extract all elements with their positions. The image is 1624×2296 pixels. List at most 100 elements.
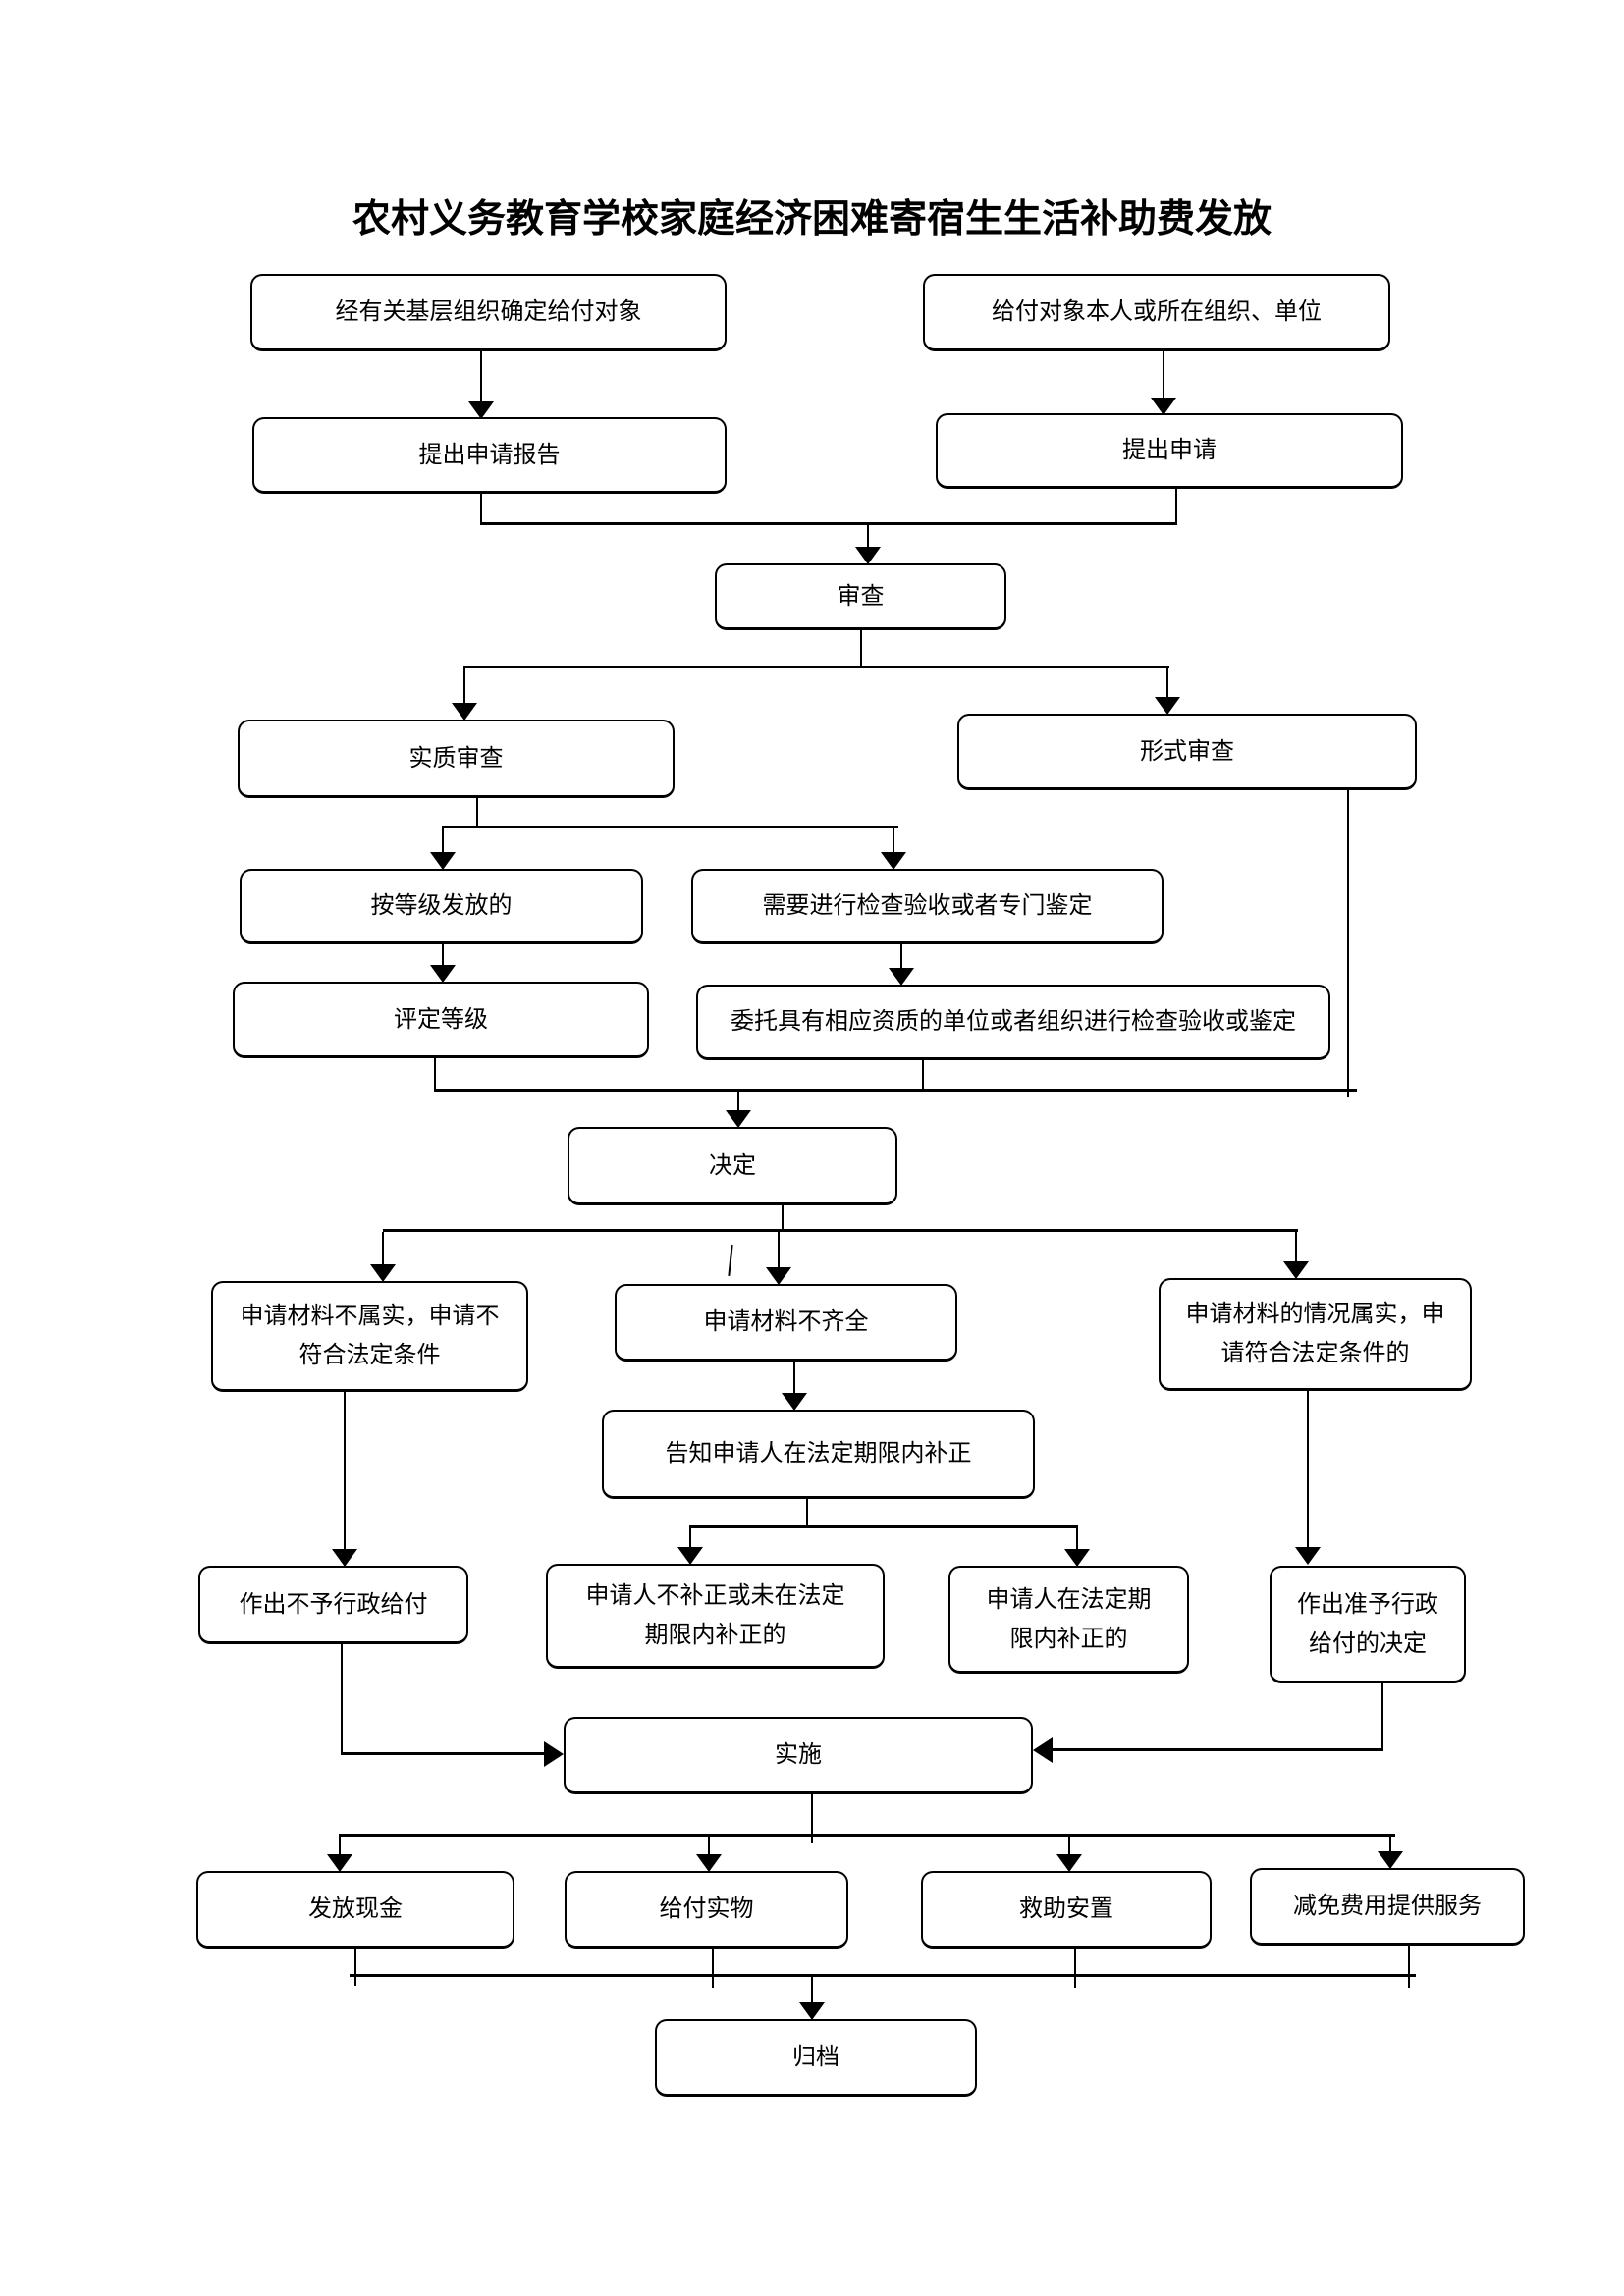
connector xyxy=(793,1362,795,1393)
node-not-corrected-line1: 申请人不补正或未在法定 xyxy=(585,1583,845,1609)
node-material-untrue-line2: 符合法定条件 xyxy=(298,1343,441,1368)
arrow-down-icon xyxy=(1064,1549,1090,1567)
node-implement-label: 实施 xyxy=(775,1742,822,1768)
node-in-kind: 给付实物 xyxy=(565,1871,848,1949)
arrow-down-icon xyxy=(1295,1547,1321,1565)
node-by-grade-label: 按等级发放的 xyxy=(370,893,513,919)
node-substantive-review-label: 实质审查 xyxy=(408,745,504,772)
node-submit-application-label: 提出申请 xyxy=(1122,438,1217,463)
node-material-true-line2: 请符合法定条件的 xyxy=(1220,1341,1410,1366)
connector xyxy=(811,1977,813,2002)
node-need-inspection: 需要进行检查验收或者专门鉴定 xyxy=(691,869,1164,944)
arrow-down-icon xyxy=(782,1393,807,1411)
connector xyxy=(1051,1748,1383,1751)
connector xyxy=(893,828,894,852)
connector xyxy=(434,1058,436,1091)
connector xyxy=(1408,1946,1410,1988)
arrow-down-icon xyxy=(726,1110,751,1128)
arrow-down-icon xyxy=(468,401,494,419)
connector xyxy=(1389,1837,1391,1851)
connector xyxy=(480,351,482,402)
arrow-down-icon xyxy=(1283,1261,1309,1279)
connector xyxy=(1347,790,1349,1097)
node-submit-report-label: 提出申请报告 xyxy=(418,442,561,468)
connector xyxy=(341,1752,546,1755)
node-cash: 发放现金 xyxy=(196,1871,514,1949)
arrow-down-icon xyxy=(766,1267,791,1285)
connector xyxy=(480,522,1177,525)
node-target-self-org-label: 给付对象本人或所在组织、单位 xyxy=(992,299,1322,325)
arrow-down-icon xyxy=(881,852,906,870)
connector xyxy=(463,666,1169,668)
node-notify-correction-label: 告知申请人在法定期限内补正 xyxy=(665,1441,972,1467)
arrow-down-icon xyxy=(430,965,456,983)
arrow-down-icon xyxy=(855,547,881,564)
node-material-untrue: 申请材料不属实，申请不 符合法定条件 xyxy=(211,1281,528,1392)
node-implement: 实施 xyxy=(564,1717,1033,1794)
connector xyxy=(463,668,465,703)
connector xyxy=(1295,1232,1297,1261)
connector xyxy=(442,828,444,852)
arrow-left-icon xyxy=(1033,1737,1053,1763)
connector xyxy=(737,1092,739,1110)
connector xyxy=(476,798,478,828)
node-submit-application: 提出申请 xyxy=(936,413,1403,489)
node-in-kind-label: 给付实物 xyxy=(659,1896,754,1922)
connector xyxy=(339,1834,1395,1837)
node-decision-label: 决定 xyxy=(709,1152,756,1179)
node-material-incomplete: 申请材料不齐全 xyxy=(615,1284,957,1362)
node-entrust-inspection-label: 委托具有相应资质的单位或者组织进行检查验收或鉴定 xyxy=(731,1009,1296,1035)
node-not-corrected: 申请人不补正或未在法定 期限内补正的 xyxy=(546,1564,885,1669)
connector xyxy=(712,1949,714,1988)
connector xyxy=(1175,489,1177,525)
arrow-down-icon xyxy=(889,968,914,986)
node-decision: 决定 xyxy=(568,1127,897,1205)
node-target-self-org: 给付对象本人或所在组织、单位 xyxy=(923,274,1390,351)
connector xyxy=(1074,1949,1076,1988)
node-corrected: 申请人在法定期 限内补正的 xyxy=(948,1566,1189,1674)
node-material-true-line1: 申请材料的情况属实，申 xyxy=(1185,1302,1445,1327)
node-material-true: 申请材料的情况属实，申 请符合法定条件的 xyxy=(1159,1278,1472,1391)
node-deny-grant: 作出不予行政给付 xyxy=(198,1566,468,1644)
connector xyxy=(1076,1528,1078,1549)
node-material-untrue-line1: 申请材料不属实，申请不 xyxy=(240,1304,500,1329)
node-review: 审查 xyxy=(715,563,1006,630)
node-approve-grant-line2: 给付的决定 xyxy=(1309,1630,1427,1657)
node-approve-grant: 作出准予行政 给付的决定 xyxy=(1270,1566,1466,1683)
connector xyxy=(1307,1391,1309,1547)
node-review-label: 审查 xyxy=(837,583,885,610)
connector xyxy=(689,1528,691,1547)
node-determine-target: 经有关基层组织确定给付对象 xyxy=(250,274,727,351)
node-archive-label: 归档 xyxy=(792,2045,839,2070)
connector xyxy=(442,944,444,965)
connector xyxy=(341,1644,343,1755)
connector xyxy=(689,1525,1078,1528)
connector xyxy=(354,1949,356,1986)
node-corrected-line1: 申请人在法定期 xyxy=(986,1586,1152,1613)
node-by-grade: 按等级发放的 xyxy=(240,869,643,944)
connector xyxy=(339,1837,341,1854)
node-cash-label: 发放现金 xyxy=(308,1896,403,1922)
node-grade-assessment-label: 评定等级 xyxy=(394,1006,488,1033)
connector xyxy=(1166,668,1168,697)
arrow-down-icon xyxy=(1155,697,1180,715)
stray-tick-mark xyxy=(728,1244,733,1277)
node-submit-report: 提出申请报告 xyxy=(252,417,727,494)
node-fee-waiver-label: 减免费用提供服务 xyxy=(1293,1894,1482,1919)
node-resettlement: 救助安置 xyxy=(921,1871,1212,1949)
node-material-incomplete-label: 申请材料不齐全 xyxy=(703,1309,869,1335)
connector xyxy=(922,1060,924,1091)
node-need-inspection-label: 需要进行检查验收或者专门鉴定 xyxy=(762,893,1093,919)
node-approve-grant-line1: 作出准予行政 xyxy=(1297,1591,1438,1618)
connector xyxy=(442,826,898,828)
node-fee-waiver: 减免费用提供服务 xyxy=(1250,1868,1525,1946)
arrow-down-icon xyxy=(452,703,477,721)
node-deny-grant-label: 作出不予行政给付 xyxy=(239,1591,428,1618)
node-resettlement-label: 救助安置 xyxy=(1019,1896,1113,1922)
arrow-down-icon xyxy=(1378,1851,1403,1869)
arrow-down-icon xyxy=(799,2002,825,2020)
connector xyxy=(382,1232,384,1264)
connector xyxy=(778,1232,780,1267)
node-archive: 归档 xyxy=(655,2019,977,2097)
